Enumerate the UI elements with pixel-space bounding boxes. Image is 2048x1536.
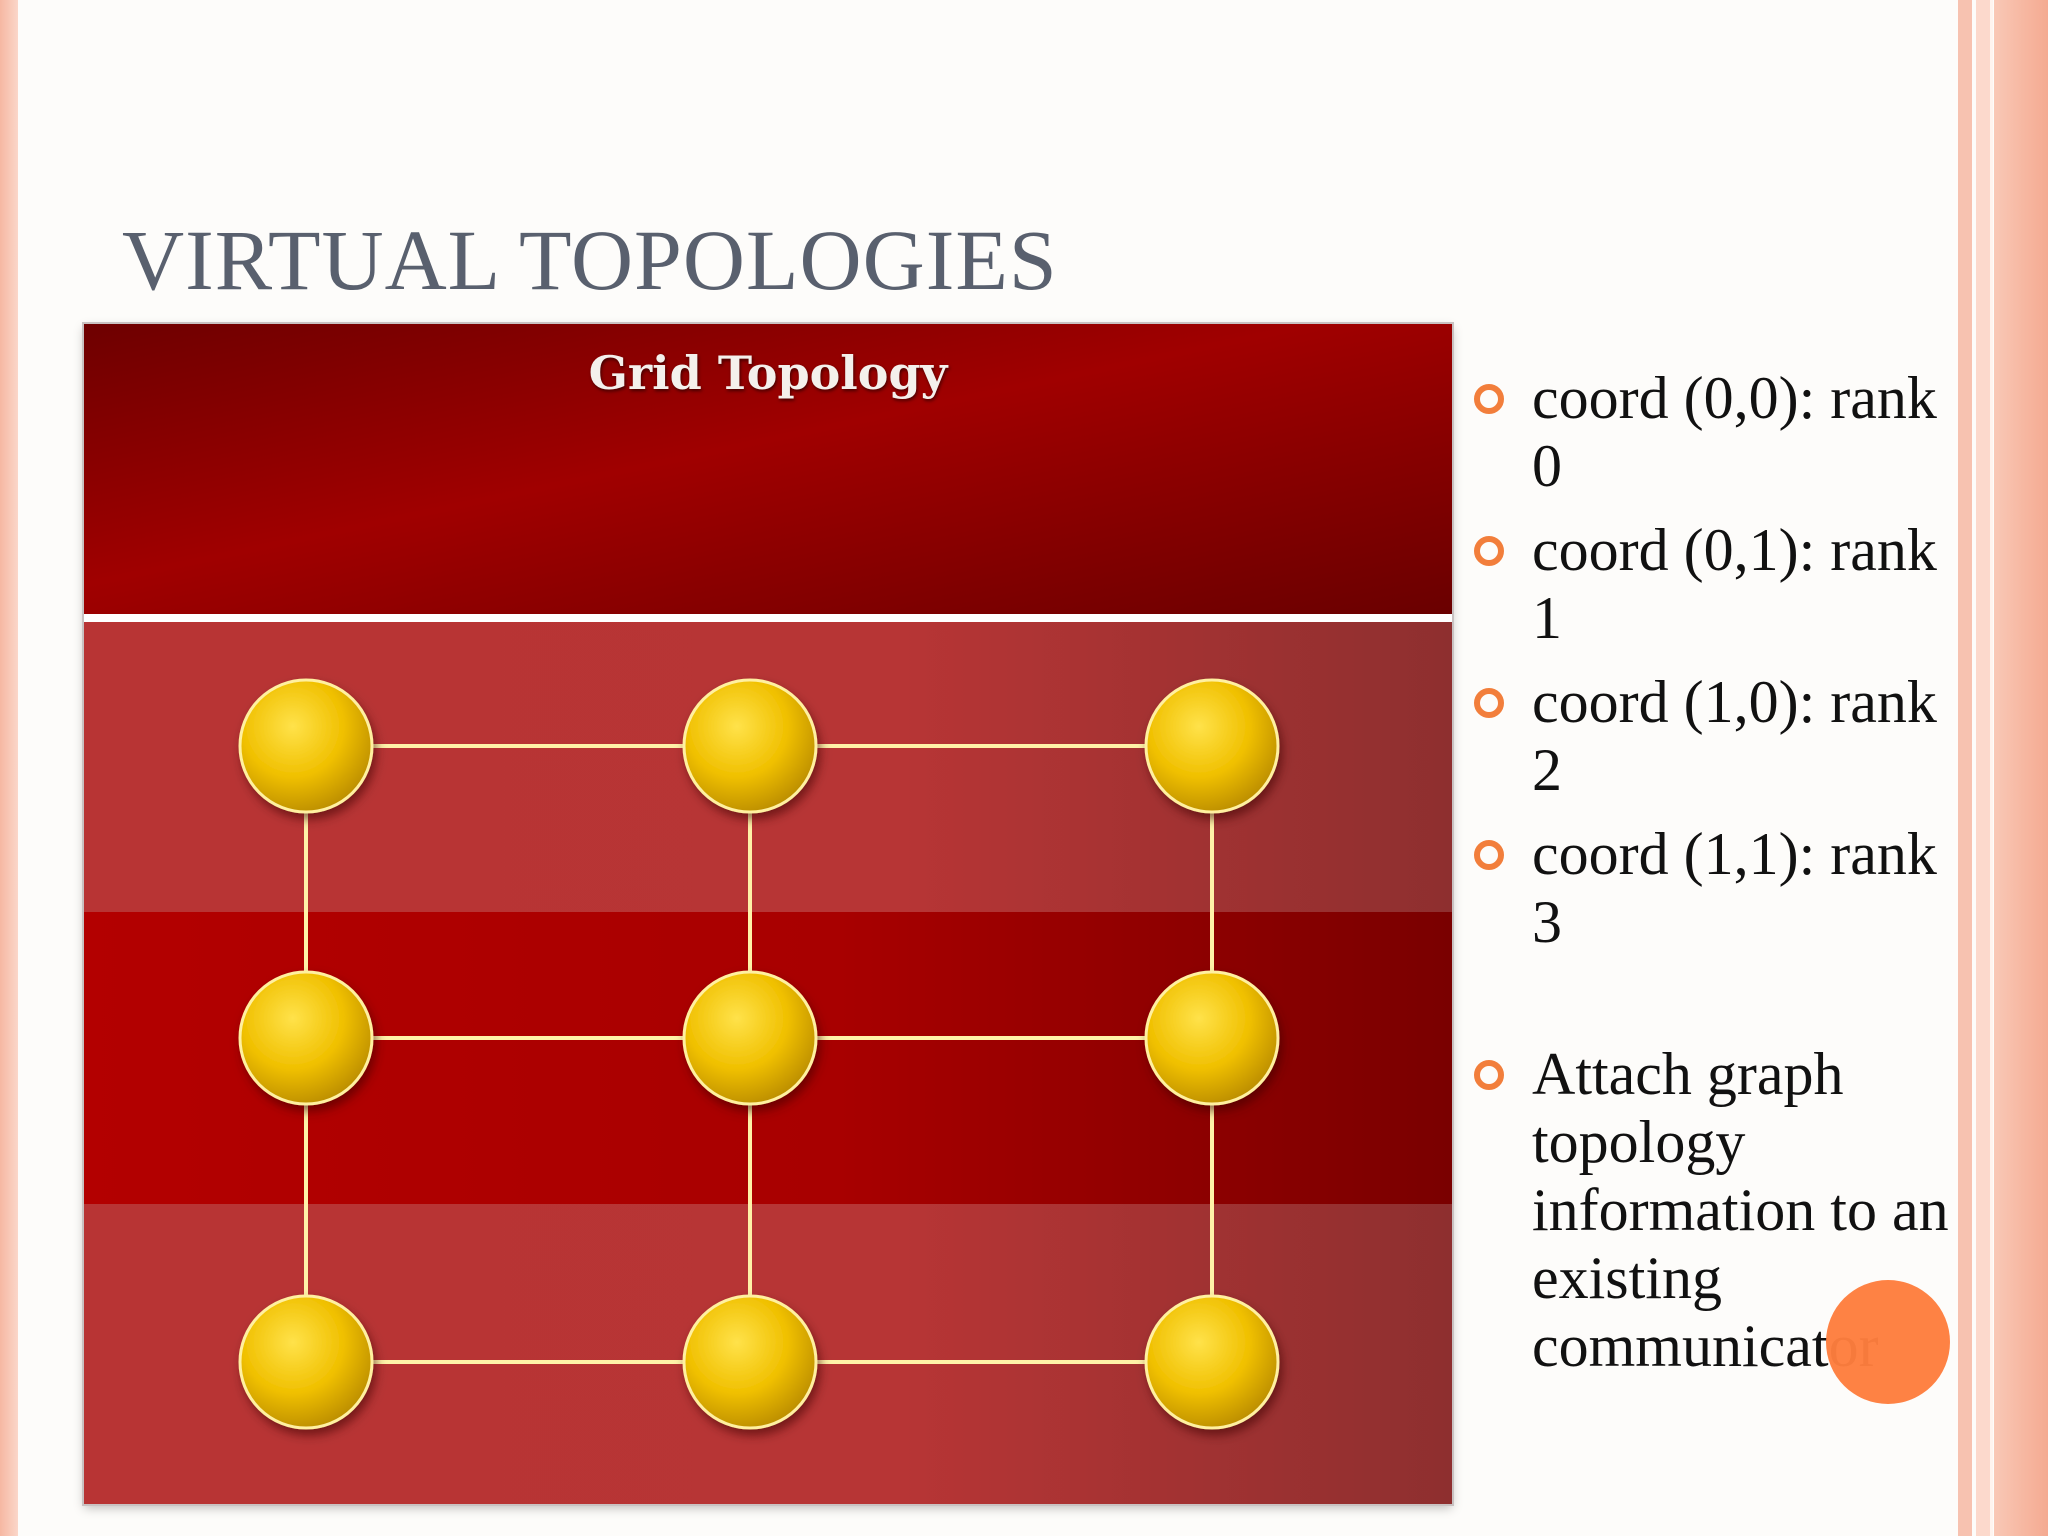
circle-bullet-icon xyxy=(1474,384,1504,414)
slide-right-border xyxy=(1958,0,1972,1536)
grid-nodes xyxy=(238,678,1280,1430)
slide-right-border-outer xyxy=(1994,0,2048,1536)
grid-node xyxy=(1144,678,1280,814)
circle-bullet-icon xyxy=(1474,688,1504,718)
grid-node xyxy=(238,678,374,814)
slide-right-border-inner xyxy=(1976,0,1990,1536)
pointer-highlight-circle xyxy=(1826,1280,1950,1404)
grid-node xyxy=(1144,1294,1280,1430)
grid-node xyxy=(682,970,818,1106)
bullet-list: coord (0,0): rank 0 coord (0,1): rank 1 … xyxy=(1474,364,1954,1380)
grid-node xyxy=(238,970,374,1106)
grid-node xyxy=(238,1294,374,1430)
diagram-title: Grid Topology xyxy=(588,346,948,400)
bullet-item-attach-graph: Attach graph topology information to an … xyxy=(1474,1040,1954,1380)
slide-right-border-line xyxy=(1990,0,1993,1536)
bullet-text: coord (0,1): rank 1 xyxy=(1532,517,1937,651)
slide-left-border xyxy=(0,0,18,1536)
bullet-item-coord-1-1: coord (1,1): rank 3 xyxy=(1474,820,1954,956)
bullet-text: coord (1,1): rank 3 xyxy=(1532,821,1937,955)
grid-node xyxy=(682,678,818,814)
bullet-item-coord-0-0: coord (0,0): rank 0 xyxy=(1474,364,1954,500)
grid-topology-graphic xyxy=(84,324,1452,1504)
grid-node xyxy=(1144,970,1280,1106)
bullet-text: Attach graph topology information to an … xyxy=(1532,1041,1949,1379)
diagram-divider xyxy=(84,614,1452,622)
grid-node xyxy=(682,1294,818,1430)
circle-bullet-icon xyxy=(1474,1060,1504,1090)
bullet-text: coord (0,0): rank 0 xyxy=(1532,365,1937,499)
bullet-text: coord (1,0): rank 2 xyxy=(1532,669,1937,803)
slide-title: VIRTUAL TOPOLOGIES xyxy=(122,212,1058,308)
grid-topology-diagram: Grid Topology xyxy=(84,324,1452,1504)
diagram-header-band xyxy=(84,324,1452,614)
bullet-item-coord-0-1: coord (0,1): rank 1 xyxy=(1474,516,1954,652)
bullet-item-coord-1-0: coord (1,0): rank 2 xyxy=(1474,668,1954,804)
circle-bullet-icon xyxy=(1474,840,1504,870)
circle-bullet-icon xyxy=(1474,536,1504,566)
